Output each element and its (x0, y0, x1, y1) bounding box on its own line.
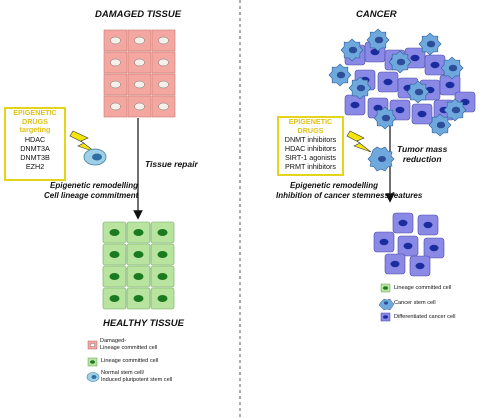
cancer-nucleus (390, 260, 400, 268)
lightning-bolt-icon (346, 130, 372, 153)
legend-damaged-label: Damaged- Lineage committed cell (100, 338, 158, 351)
healthy-nucleus (109, 251, 120, 258)
legend-committed-label-right: Lineage committed cell (394, 285, 452, 291)
epigenetic-remodelling-caption-right: Epigenetic remodelling Inhibition of can… (276, 181, 423, 200)
cancer-nucleus (373, 104, 383, 112)
lightning-bolt-icon (69, 130, 96, 153)
legend-diff-cancer-label: Differentiated cancer cell (394, 314, 456, 320)
damaged-nucleus (134, 58, 145, 67)
drug-box-heading: EPIGENETIC DRUGS targeting (13, 108, 57, 134)
cancer-nucleus (430, 61, 440, 69)
damaged-nucleus (110, 36, 121, 45)
cancer-stem-nucleus (426, 40, 436, 48)
cancer-nucleus (379, 238, 389, 246)
drug-list: DNMT inhibitors HDAC inhibitors SIRT-1 a… (284, 135, 337, 171)
healthy-nucleus (157, 273, 168, 280)
tumor-mass-reduction-label: Tumor mass reduction (397, 144, 448, 164)
healthy-nucleus (157, 251, 168, 258)
cancer-title: CANCER (356, 9, 397, 20)
healthy-nucleus (157, 295, 168, 302)
legend-stem-label: Normal stem cell/ Induced pluripotent st… (101, 370, 173, 383)
healthy-nucleus (109, 295, 120, 302)
cancer-stem-nucleus (381, 114, 391, 122)
stem-cell-icon (83, 148, 107, 166)
cancer-stem-nucleus (436, 121, 446, 129)
damaged-nucleus (134, 36, 145, 45)
cancer-stem-cell-icon (367, 146, 395, 172)
damaged-nucleus (158, 58, 169, 67)
damaged-nucleus (158, 102, 169, 111)
cancer-nucleus (350, 101, 360, 109)
cancer-stem-nucleus (448, 64, 458, 72)
cancer-nucleus (398, 219, 408, 227)
cancer-nucleus (383, 78, 393, 86)
cancer-stem-nucleus (336, 71, 346, 79)
healthy-nucleus (133, 295, 144, 302)
tissue-repair-label: Tissue repair (145, 159, 198, 169)
healthy-nucleus (109, 273, 120, 280)
healthy-nucleus (133, 229, 144, 236)
healthy-nucleus (109, 229, 120, 236)
cancer-stem-nucleus (356, 84, 366, 92)
epigenetic-remodelling-caption-left: Epigenetic remodelling Cell lineage comm… (44, 181, 139, 200)
damaged-tissue-title: DAMAGED TISSUE (95, 9, 182, 20)
cancer-nucleus (403, 242, 413, 250)
damaged-nucleus (134, 102, 145, 111)
damaged-nucleus (134, 80, 145, 89)
legend-cancer-stem-label: Cancer stem cell (394, 300, 436, 306)
cancer-nucleus (415, 262, 425, 270)
cancer-stem-nucleus (348, 46, 358, 54)
healthy-nucleus (133, 251, 144, 258)
cancer-nucleus (395, 106, 405, 114)
damaged-nucleus (158, 36, 169, 45)
cancer-nucleus (417, 110, 427, 118)
healthy-nucleus (133, 273, 144, 280)
cancer-stem-nucleus (396, 58, 406, 66)
legend-committed-label: Lineage committed cell (101, 358, 159, 364)
epigenetic-drugs-box-right: EPIGENETIC DRUGS DNMT inhibitors HDAC in… (277, 116, 344, 176)
cancer-nucleus (429, 244, 439, 252)
damaged-nucleus (158, 80, 169, 89)
cancer-nucleus (423, 221, 433, 229)
healthy-tissue-title: HEALTHY TISSUE (103, 318, 184, 329)
damaged-nucleus (110, 58, 121, 67)
damaged-nucleus (110, 102, 121, 111)
cancer-nucleus (445, 81, 455, 89)
epigenetic-drugs-box-left: EPIGENETIC DRUGS targeting HDAC DNMT3A D… (4, 107, 66, 181)
cancer-stem-nucleus (374, 36, 384, 44)
drug-box-heading: EPIGENETIC DRUGS (288, 117, 333, 135)
cancer-stem-nucleus (414, 88, 424, 96)
cancer-stem-nucleus (451, 106, 461, 114)
damaged-nucleus (110, 80, 121, 89)
cancer-nucleus (410, 54, 420, 62)
healthy-nucleus (157, 229, 168, 236)
drug-list: HDAC DNMT3A DNMT3B EZH2 (20, 134, 50, 171)
